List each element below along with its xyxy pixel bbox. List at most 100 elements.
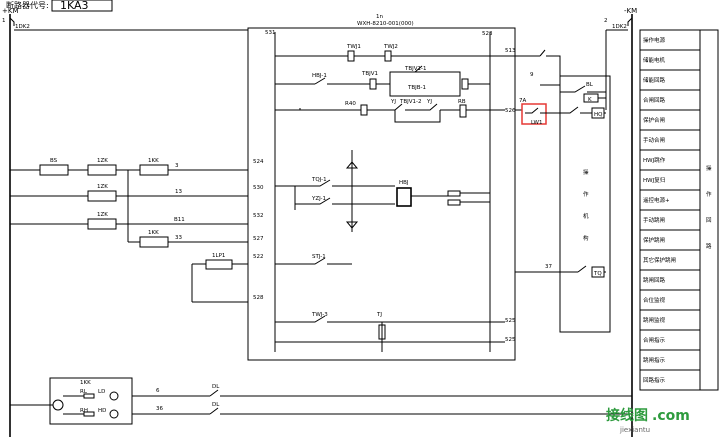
left-fuse-label: 1DK2	[15, 24, 30, 30]
wire-b11-label: B11	[174, 217, 185, 223]
terminal-531: 531	[265, 30, 276, 36]
tbjv1-1-label: TBJV1-1	[404, 66, 427, 72]
yzj1-contact	[295, 197, 395, 205]
hbj1-contact	[314, 77, 326, 85]
kk2-contact	[139, 236, 169, 248]
bs-label: BS	[50, 158, 58, 164]
left-bus-number: 1	[2, 18, 6, 24]
hbj-label: HBJ	[399, 180, 409, 186]
lp-label: 1LP1	[212, 253, 225, 259]
wire-6-label: 6	[156, 388, 160, 394]
legend-section-char: 路	[706, 242, 712, 250]
wire-13-label: 13	[175, 189, 182, 195]
line-513-to-mech	[539, 49, 561, 90]
mech-char-4: 构	[583, 234, 589, 242]
right-bus-label: -KM	[624, 7, 637, 15]
left-fuse-symbol	[9, 17, 15, 26]
twj3-label: TWJ-3	[311, 312, 328, 318]
tbjv1-loop	[389, 71, 461, 97]
wire-3-label: 3	[175, 163, 179, 169]
twj2-label: TWJ2	[383, 44, 398, 50]
ld-label: LD	[98, 389, 105, 395]
zk3-label: 1ZK	[97, 212, 108, 218]
yzj1-label: YZJ-1	[311, 196, 326, 202]
terminal-525: 525	[505, 318, 516, 324]
terminal-525b: 525	[505, 337, 516, 343]
wire-33-label: 33	[175, 235, 182, 241]
tbjv-coil-2	[461, 78, 469, 90]
7a-switch	[525, 107, 548, 114]
tbjv1-coil	[369, 78, 377, 90]
bl-contact	[560, 85, 606, 93]
lp-link	[205, 259, 233, 270]
legend-item: 储能电机	[643, 56, 666, 64]
bs-contact	[39, 164, 69, 176]
switch-label: LW1	[531, 120, 543, 126]
terminal-524: 524	[253, 159, 264, 165]
stj1-contact	[275, 257, 352, 265]
kk2-label: 1KK	[148, 230, 159, 236]
right-fuse-symbol	[627, 17, 633, 26]
bl-label: BL	[586, 82, 594, 88]
wire-36-label: 36	[156, 406, 163, 412]
legend-item: 其它保护跳闸	[643, 256, 676, 264]
yj-label: YJ	[390, 99, 396, 105]
tbjv1-label: TBJV1	[361, 71, 378, 77]
hbj1-label: HBJ-1	[312, 73, 327, 79]
legend-item: HWJ跳作	[643, 156, 666, 164]
wire-3	[414, 65, 423, 73]
dl1-label: DL	[212, 384, 220, 390]
legend-item: 保护跳闸	[643, 236, 665, 244]
rh-label: RH	[80, 408, 88, 414]
model-prefix: 断路器代号:	[6, 0, 49, 10]
terminal-528: 528	[253, 295, 264, 301]
terminal-513: 513	[505, 48, 516, 54]
legend-item: 合闸回路	[643, 96, 666, 104]
terminal-522: 522	[253, 254, 264, 260]
tq-label: TQ	[593, 271, 602, 277]
rb-label: RB	[458, 99, 466, 105]
legend-item: 回路指示	[643, 376, 666, 384]
tqj1-contact	[295, 179, 395, 187]
terminal-532: 532	[253, 213, 264, 219]
indicator-kk-symbol	[52, 399, 64, 411]
mech-char-2: 作	[583, 190, 589, 198]
r40-label: R40	[345, 101, 356, 107]
tbjb1-label: TBJB-1	[407, 85, 426, 91]
legend-item: HWJ复归	[643, 176, 665, 184]
kk3-label: 1KK	[80, 380, 91, 386]
yj2-label: YJ	[426, 99, 432, 105]
legend-item: 跳闸监视	[643, 316, 666, 324]
dl2-label: DL	[212, 402, 220, 408]
legend-item: 保护合闸	[643, 116, 665, 124]
diode-upper	[345, 161, 359, 169]
model-box	[51, 0, 113, 12]
kk1-label: 1KK	[148, 158, 159, 164]
indicator-box	[49, 377, 133, 425]
legend-section-char: 操	[706, 164, 712, 172]
wire-7a-label: 7A	[519, 98, 526, 104]
legend-item: 储能回路	[643, 76, 666, 84]
legend-section-char: 作	[706, 190, 712, 198]
left-bus-label: +KM	[2, 7, 19, 15]
legend-table: 操作电源储能电机储能回路合闸回路保护合闸手动合闸HWJ跳作HWJ复归遥控电源+手…	[639, 29, 719, 391]
legend-item: 跳闸回路	[643, 276, 666, 284]
watermark-suffix: .com	[652, 408, 690, 424]
legend-item: 遥控电源+	[643, 196, 670, 204]
wire-37-label: 37	[545, 264, 552, 270]
ld-lamp	[109, 391, 119, 401]
rb-resistor	[459, 104, 467, 118]
hbj-resistor-1	[447, 190, 461, 197]
dl2-contact	[209, 407, 632, 415]
hbj-coil	[396, 187, 412, 207]
protection-device-box	[247, 27, 516, 361]
legend-item: 手动合闸	[643, 136, 665, 144]
hbj-resistor-2	[447, 199, 461, 206]
wire-9-label: 9	[530, 72, 534, 78]
terminal-527: 527	[253, 236, 264, 242]
twj1-label: TWJ1	[346, 44, 361, 50]
diode-lower	[345, 221, 359, 229]
zk2-label: 1ZK	[97, 184, 108, 190]
tj-label: TJ	[376, 312, 382, 318]
device-id: 1n	[376, 14, 383, 20]
